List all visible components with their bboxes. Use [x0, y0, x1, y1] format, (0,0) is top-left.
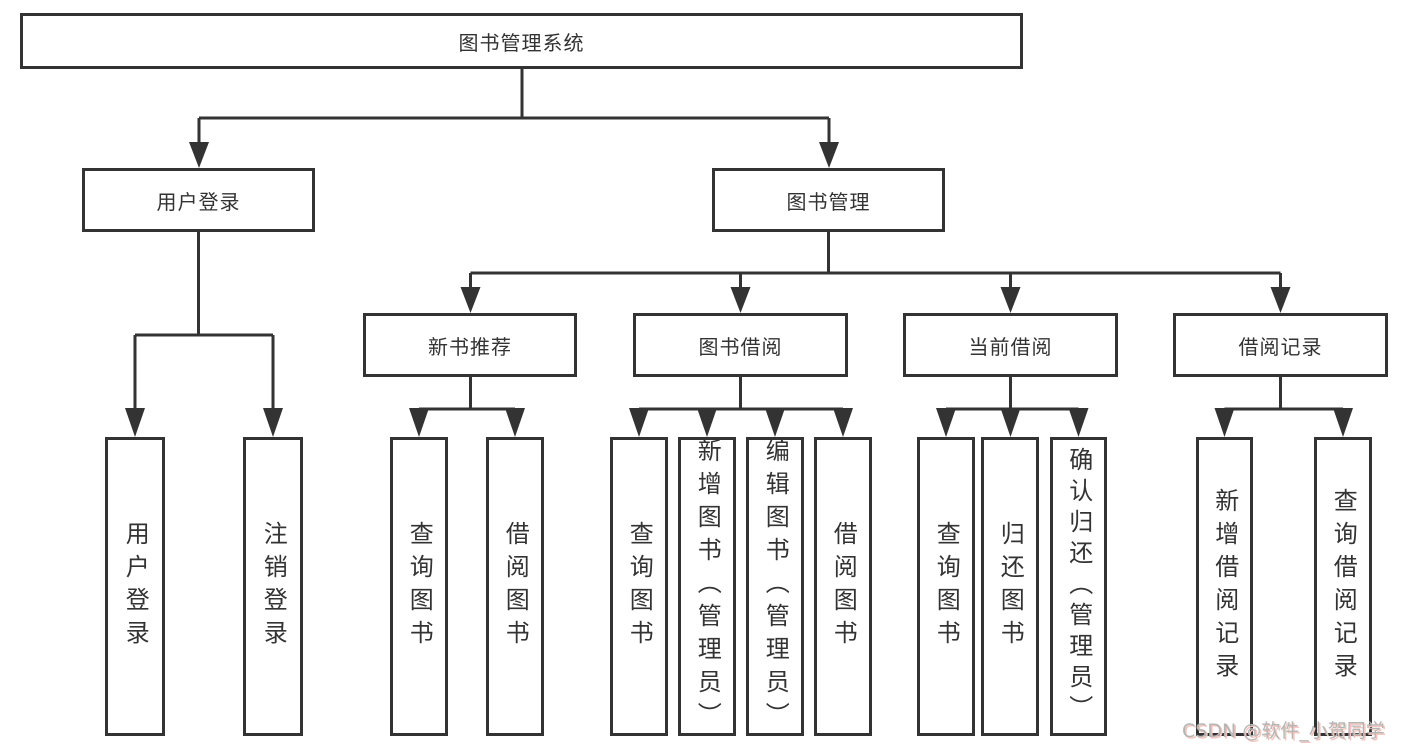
node-book-borrow: 图书借阅 [633, 313, 848, 377]
leaf-edit-book-admin-label: 编辑图书（管理员） [761, 438, 790, 735]
csdn-watermark: CSDN @软件_小贺同学 [1182, 720, 1385, 742]
leaf-borrow-book-1-label: 借阅图书 [501, 520, 530, 653]
leaf-borrow-book-2-label: 借阅图书 [829, 520, 858, 653]
leaf-add-borrow-record-label: 新增借阅记录 [1210, 487, 1239, 686]
leaf-query-book-1: 查询图书 [390, 437, 448, 736]
leaf-confirm-return-admin: 确认归还（管理员） [1050, 437, 1107, 736]
leaf-user-login-label: 用户登录 [121, 520, 150, 653]
leaf-return-book: 归还图书 [981, 437, 1039, 736]
leaf-query-borrow-record: 查询借阅记录 [1314, 437, 1372, 736]
node-user-login-label: 用户登录 [156, 189, 241, 214]
node-borrow-records: 借阅记录 [1173, 313, 1388, 377]
node-book-borrow-label: 图书借阅 [698, 334, 783, 359]
node-root-label: 图书管理系统 [458, 30, 585, 55]
node-user-login: 用户登录 [82, 168, 315, 232]
arrowheads [125, 142, 1353, 437]
leaf-query-book-3: 查询图书 [917, 437, 975, 736]
node-current-borrow-label: 当前借阅 [968, 334, 1053, 359]
leaf-query-borrow-record-label: 查询借阅记录 [1329, 487, 1358, 686]
node-root: 图书管理系统 [20, 13, 1023, 69]
leaf-edit-book-admin: 编辑图书（管理员） [746, 437, 804, 736]
node-current-borrow: 当前借阅 [903, 313, 1118, 377]
leaf-add-borrow-record: 新增借阅记录 [1196, 437, 1253, 736]
leaf-query-book-2: 查询图书 [610, 437, 668, 736]
node-book-management: 图书管理 [712, 168, 945, 232]
leaf-confirm-return-admin-label: 确认归还（管理员） [1064, 447, 1093, 726]
node-borrow-records-label: 借阅记录 [1238, 334, 1323, 359]
leaf-add-book-admin: 新增图书（管理员） [678, 437, 736, 736]
leaf-logout-label: 注销登录 [259, 520, 288, 653]
leaf-query-book-1-label: 查询图书 [405, 520, 434, 653]
node-new-book-recommend: 新书推荐 [363, 313, 577, 377]
leaf-user-login: 用户登录 [105, 437, 165, 736]
leaf-logout: 注销登录 [243, 437, 303, 736]
node-new-book-recommend-label: 新书推荐 [428, 334, 512, 359]
leaf-borrow-book-1: 借阅图书 [486, 437, 544, 736]
leaf-query-book-2-label: 查询图书 [625, 520, 654, 653]
node-book-management-label: 图书管理 [786, 189, 871, 214]
leaf-return-book-label: 归还图书 [996, 520, 1025, 653]
leaf-borrow-book-2: 借阅图书 [814, 437, 872, 736]
leaf-add-book-admin-label: 新增图书（管理员） [693, 438, 722, 735]
leaf-query-book-3-label: 查询图书 [932, 520, 961, 653]
